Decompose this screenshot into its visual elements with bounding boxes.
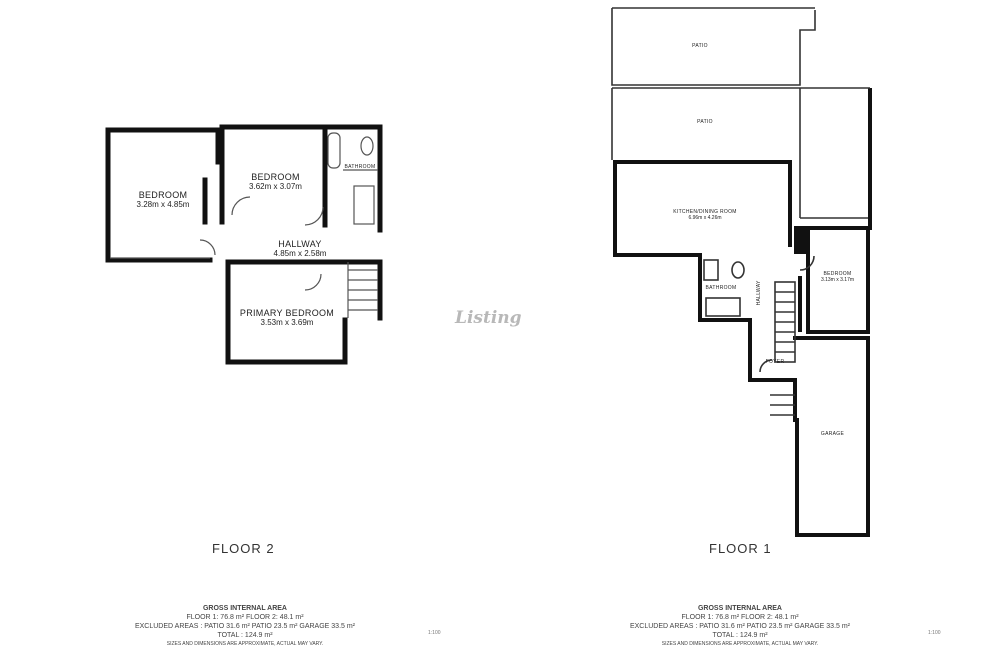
room-dimensions: 6.96m x 4.26m <box>688 214 722 221</box>
floor-2-title: FLOOR 2 <box>212 541 275 556</box>
area-floors: FLOOR 1: 76.8 m² FLOOR 2: 48.1 m² <box>186 614 304 621</box>
scale-right: 1:100 <box>928 630 941 636</box>
area-total: TOTAL : 124.9 m² <box>217 632 273 639</box>
room-name: FOYER <box>765 359 785 365</box>
room-name: GARAGE <box>820 431 845 437</box>
floor2-room-primary-bedroom: PRIMARY BEDROOM 3.53m x 3.69m <box>232 308 342 328</box>
area-heading: GROSS INTERNAL AREA <box>697 605 782 612</box>
floor1-room-patio: PATIO <box>685 119 725 126</box>
area-heading: GROSS INTERNAL AREA <box>202 605 287 612</box>
room-name: HALLWAY <box>278 239 322 249</box>
floor1-room-bedroom: BEDROOM 3.13m x 3.17m <box>810 271 865 284</box>
room-name: BATHROOM <box>344 164 376 170</box>
area-excluded: EXCLUDED AREAS : PATIO 31.6 m² PATIO 23.… <box>629 623 851 630</box>
floor-1-walls <box>613 88 872 537</box>
area-summary-right: GROSS INTERNAL AREA FLOOR 1: 76.8 m² FLO… <box>590 604 890 649</box>
area-total: TOTAL : 124.9 m² <box>712 632 768 639</box>
floor2-room-bedroom-left: BEDROOM 3.28m x 4.85m <box>118 190 208 210</box>
room-name: BEDROOM <box>251 172 300 182</box>
floor1-room-bathroom: BATHROOM <box>700 285 742 292</box>
floor2-room-bathroom: BATHROOM <box>340 164 380 171</box>
floor-1-thin-lines <box>611 7 870 416</box>
door-swing <box>304 273 322 291</box>
door-swing <box>231 196 251 216</box>
floor2-room-hallway: HALLWAY 4.85m x 2.58m <box>250 239 350 259</box>
door-swing <box>304 206 324 226</box>
room-name: BATHROOM <box>705 285 737 291</box>
floor1-room-patio-top: PATIO <box>680 43 720 50</box>
floor1-room-garage: GARAGE <box>810 431 855 438</box>
floor-2-thin-lines <box>110 132 378 318</box>
room-dimensions: 3.62m x 3.07m <box>249 182 302 192</box>
room-name: PATIO <box>697 119 713 125</box>
door-swing <box>199 239 216 256</box>
room-name: BEDROOM <box>823 271 852 277</box>
floor2-room-bedroom-upper: BEDROOM 3.62m x 3.07m <box>228 172 323 192</box>
room-name: PRIMARY BEDROOM <box>239 308 335 318</box>
room-dimensions: 3.28m x 4.85m <box>136 200 190 210</box>
watermark-logo: Listing <box>455 308 522 328</box>
floor-1-title: FLOOR 1 <box>709 541 772 556</box>
area-excluded: EXCLUDED AREAS : PATIO 31.6 m² PATIO 23.… <box>134 623 356 630</box>
floor1-room-kitchen-dining: KITCHEN/DINING ROOM 6.96m x 4.26m <box>660 209 750 222</box>
scale-left: 1:100 <box>428 630 441 636</box>
room-name: HALLWAY <box>756 280 763 306</box>
area-summary-left: GROSS INTERNAL AREA FLOOR 1: 76.8 m² FLO… <box>95 604 395 649</box>
floor1-room-hallway: HALLWAY <box>756 273 763 313</box>
room-name: BEDROOM <box>138 190 188 200</box>
room-name: PATIO <box>692 43 708 49</box>
room-dimensions: 3.53m x 3.69m <box>260 318 314 328</box>
floor-2-walls <box>105 124 383 365</box>
floor1-room-foyer: FOYER <box>755 359 795 366</box>
room-name: KITCHEN/DINING ROOM <box>673 209 737 215</box>
room-dimensions: 3.13m x 3.17m <box>820 276 855 283</box>
area-disclaimer: SIZES AND DIMENSIONS ARE APPROXIMATE, AC… <box>661 641 819 647</box>
area-floors: FLOOR 1: 76.8 m² FLOOR 2: 48.1 m² <box>681 614 799 621</box>
area-disclaimer: SIZES AND DIMENSIONS ARE APPROXIMATE, AC… <box>166 641 324 647</box>
room-dimensions: 4.85m x 2.58m <box>273 249 327 259</box>
